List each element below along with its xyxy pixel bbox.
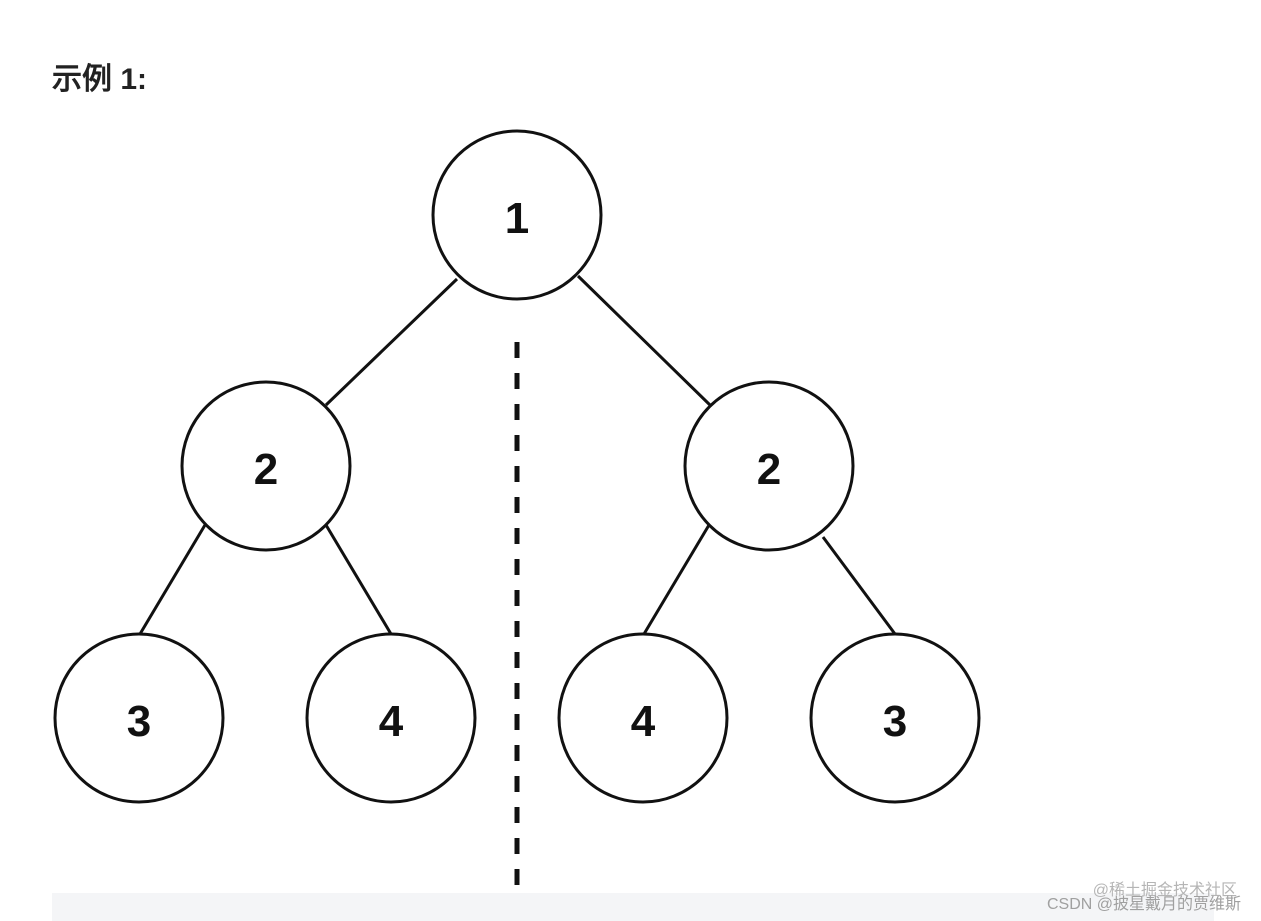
tree-node: 2	[683, 380, 855, 552]
node-label: 2	[757, 445, 781, 494]
node-label: 4	[631, 697, 656, 746]
juejin-watermark: @稀土掘金技术社区	[1092, 882, 1237, 899]
node-label: 3	[127, 697, 151, 746]
tree-node: 2	[180, 380, 352, 552]
edge-n2l-n3l	[138, 524, 207, 635]
tree-node: 3	[809, 632, 981, 804]
edge-n2r-n3r	[821, 536, 897, 635]
edge-n2r-n4r	[642, 524, 711, 635]
example-heading: 示例 1:	[52, 63, 148, 96]
node-label: 3	[883, 697, 907, 746]
tree-node: 4	[305, 632, 477, 804]
code-block-background	[52, 893, 1214, 921]
tree-node: 3	[53, 632, 225, 804]
node-label: 2	[254, 445, 278, 494]
edge-n2l-n4l	[324, 524, 393, 635]
edge-n1-n2r	[576, 274, 712, 407]
tree-node: 1	[431, 129, 603, 301]
node-label: 1	[505, 194, 529, 243]
node-label: 4	[379, 697, 404, 746]
edge-n1-n2l	[324, 277, 459, 407]
csdn-watermark: CSDN @披星戴月的贾维斯	[1046, 896, 1241, 913]
tree-node: 4	[557, 632, 729, 804]
